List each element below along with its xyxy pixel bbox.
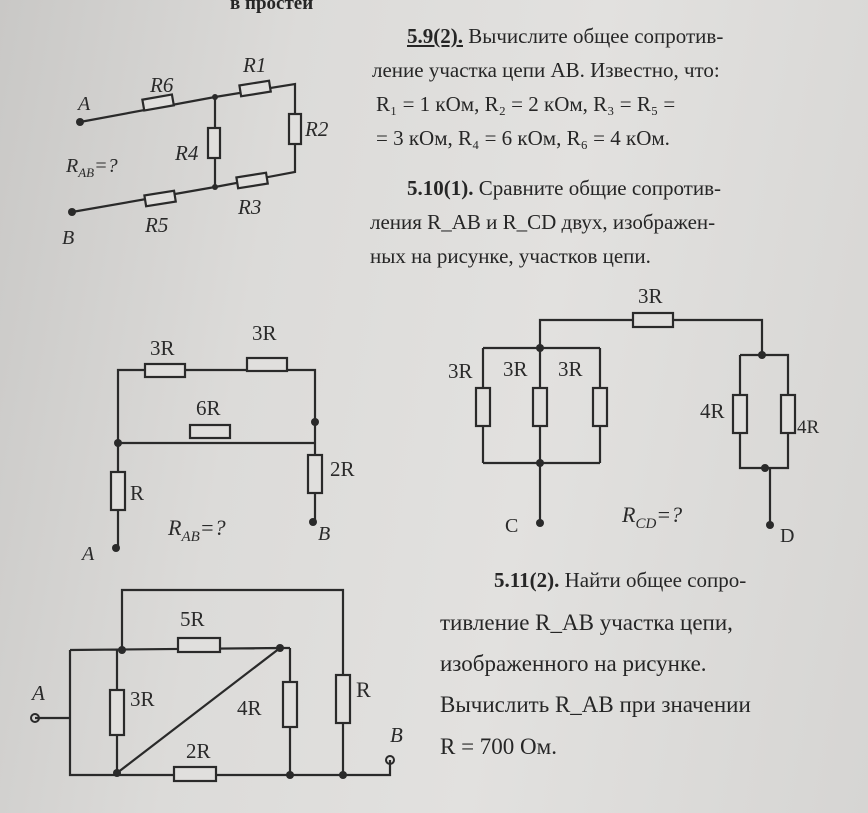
label-rcd: RCD=? [621,502,682,532]
resistor-3r-2 [245,356,289,373]
label-4r-2: 4R [797,417,820,438]
resistor-r3 [235,171,270,190]
label-5r: 5R [180,607,205,631]
resistor-2r [172,765,218,783]
label-3r-1: 3R [150,336,175,360]
resistor-6r [188,423,232,440]
problem-text: Сравните общие сопротив- [478,176,721,200]
resistor-3r-p3 [591,386,609,428]
resistor-2r [306,453,324,495]
label-r: R [356,677,371,702]
problem-5-9-line-4: = 3 кОм, R₄ = 6 кОм, R₆ = 4 кОм. [376,126,670,150]
label-r6: R6 [149,73,174,97]
circuit-5-10-left: 3R 3R 6R R 2R A B RAB=? [80,321,355,565]
label-r1: R1 [242,53,266,77]
circuit-5-10-right: 3R 3R 3R 3R 4R 4R C D RCD=? [448,284,820,547]
problem-text: Вычислите общее сопротив- [468,24,724,48]
problem-number: 5.9(2). [407,24,463,48]
label-3r-2: 3R [252,321,277,345]
problem-text: Найти общее сопро- [564,568,747,592]
resistor-3r-1 [143,362,187,379]
resistor-5r [176,636,222,654]
label-3r-p2: 3R [503,357,528,381]
label-c: C [505,515,518,537]
terminal-a [30,713,40,723]
terminal-b [385,755,395,765]
label-r2: R2 [304,117,329,141]
terminal-b [68,208,76,216]
label-3r-p1: 3R [448,359,473,383]
label-r: R [130,481,144,505]
problem-5-10-line-2: ления R_AB и R_CD двух, изображен- [370,210,716,234]
resistor-r [334,673,352,725]
resistor-3r-top [631,311,675,329]
label-3r-top: 3R [638,284,663,308]
header-fragment: в простей [230,0,314,14]
problem-5-11-line-5: R = 700 Ом. [440,734,557,759]
resistor-r6 [141,93,176,112]
resistor-3r-p1 [474,386,492,428]
problem-5-11-line-4: Вычислить R_AB при значении [440,692,751,717]
resistor-r5 [143,189,178,208]
label-r3: R3 [237,195,261,219]
resistor-4r-1 [731,393,749,435]
label-rab: RAB=? [167,515,226,545]
problem-5-11-line-1: 5.11(2). Найти общее сопро- [494,568,746,592]
label-b: B [62,227,74,249]
terminal-a [112,544,120,552]
problem-5-11-line-3: изображенного на рисунке. [440,651,707,676]
problem-number: 5.10(1). [407,176,474,200]
label-2r: 2R [186,739,211,763]
resistor-r [109,470,127,512]
resistor-3r [108,688,126,737]
problem-5-10-line-1: 5.10(1). Сравните общие сопротив- [407,176,721,200]
resistor-4r [281,680,299,729]
problem-5-9-line-2: ление участка цепи AB. Известно, что: [372,58,720,82]
label-3r-p3: 3R [558,357,583,381]
terminal-b [309,518,317,526]
terminal-d [766,521,774,529]
label-a: A [76,93,91,115]
label-a: A [80,543,95,565]
circuit-5-9: R6 R1 R2 R4 R3 R5 A B RAB=? [62,53,329,249]
problem-5-9-line-3: R₁ = 1 кОм, R₂ = 2 кОм, R₃ = R₅ = [376,92,676,116]
problem-5-9-line-1: 5.9(2). Вычислите общее сопротив- [407,24,723,48]
label-b: B [390,723,403,747]
problem-number: 5.11(2). [494,568,560,592]
label-b: B [318,523,330,545]
resistor-3r-p2 [531,386,549,428]
terminal-a [76,118,84,126]
resistor-r1 [238,79,273,98]
resistor-4r-2 [779,393,797,435]
problem-5-11-line-2: тивление R_AB участка цепи, [440,610,733,635]
problem-5-10-line-3: ных на рисунке, участков цепи. [370,244,651,268]
label-a: A [30,681,45,705]
label-d: D [780,525,794,547]
label-4r: 4R [237,696,262,720]
label-6r: 6R [196,396,221,420]
resistor-r4 [206,126,222,160]
label-2r: 2R [330,457,355,481]
label-3r: 3R [130,687,155,711]
label-4r-1: 4R [700,399,725,423]
terminal-c [536,519,544,527]
label-r5: R5 [144,213,168,237]
label-r4: R4 [174,141,199,165]
resistor-r2 [287,112,303,146]
circuit-5-11: 5R 3R 4R R 2R A B [30,588,403,783]
label-rab: RAB=? [65,155,118,180]
